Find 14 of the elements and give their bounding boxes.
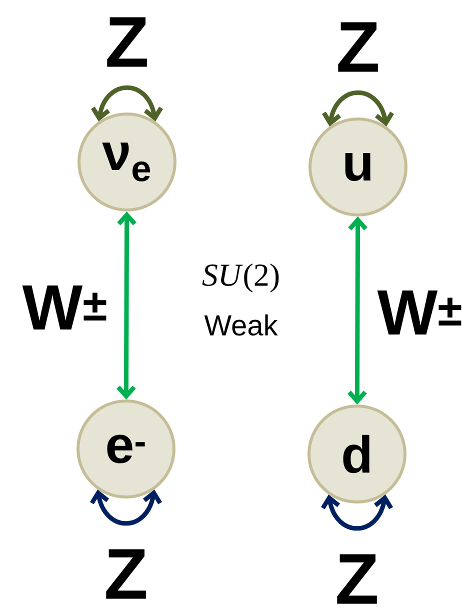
- loop-arrow: [320, 494, 394, 531]
- double-arrow: [116, 212, 136, 400]
- double-arrow: [348, 216, 368, 404]
- edge-label: Z: [106, 549, 146, 599]
- label: Weak: [204, 314, 278, 336]
- edge-label: Z: [337, 554, 377, 604]
- label: SU(2): [202, 264, 279, 292]
- edge-label: W$^{±}$: [377, 290, 462, 335]
- loop-arrow: [322, 90, 394, 126]
- edge-label: W$^{±}$: [22, 285, 106, 330]
- edge-label: Z: [338, 22, 378, 72]
- edge-label: Z: [107, 17, 147, 67]
- loop-arrow: [90, 490, 162, 526]
- loop-arrow: [90, 85, 164, 122]
